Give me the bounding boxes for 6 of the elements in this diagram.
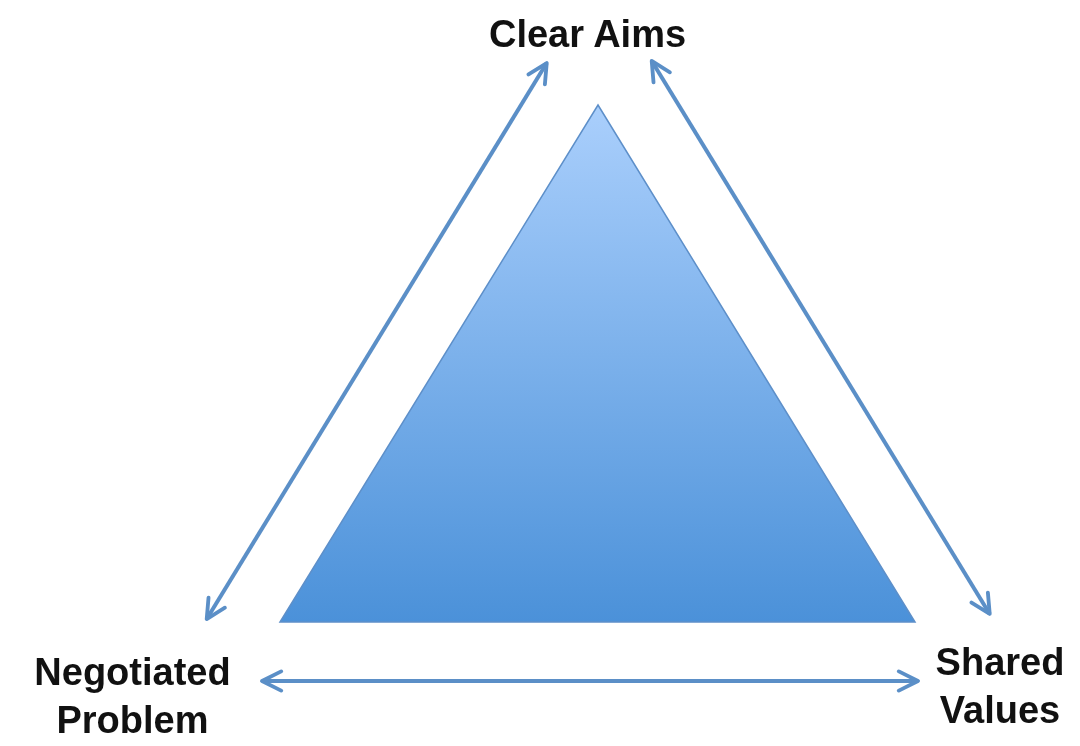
node-label: Shared Values (934, 640, 1066, 733)
double-headed-arrow (204, 61, 549, 621)
node-label: Clear Aims (488, 12, 687, 57)
double-headed-arrow (649, 59, 992, 616)
double-headed-arrow (260, 669, 920, 693)
node-label: Negotiated Problem (33, 650, 232, 743)
